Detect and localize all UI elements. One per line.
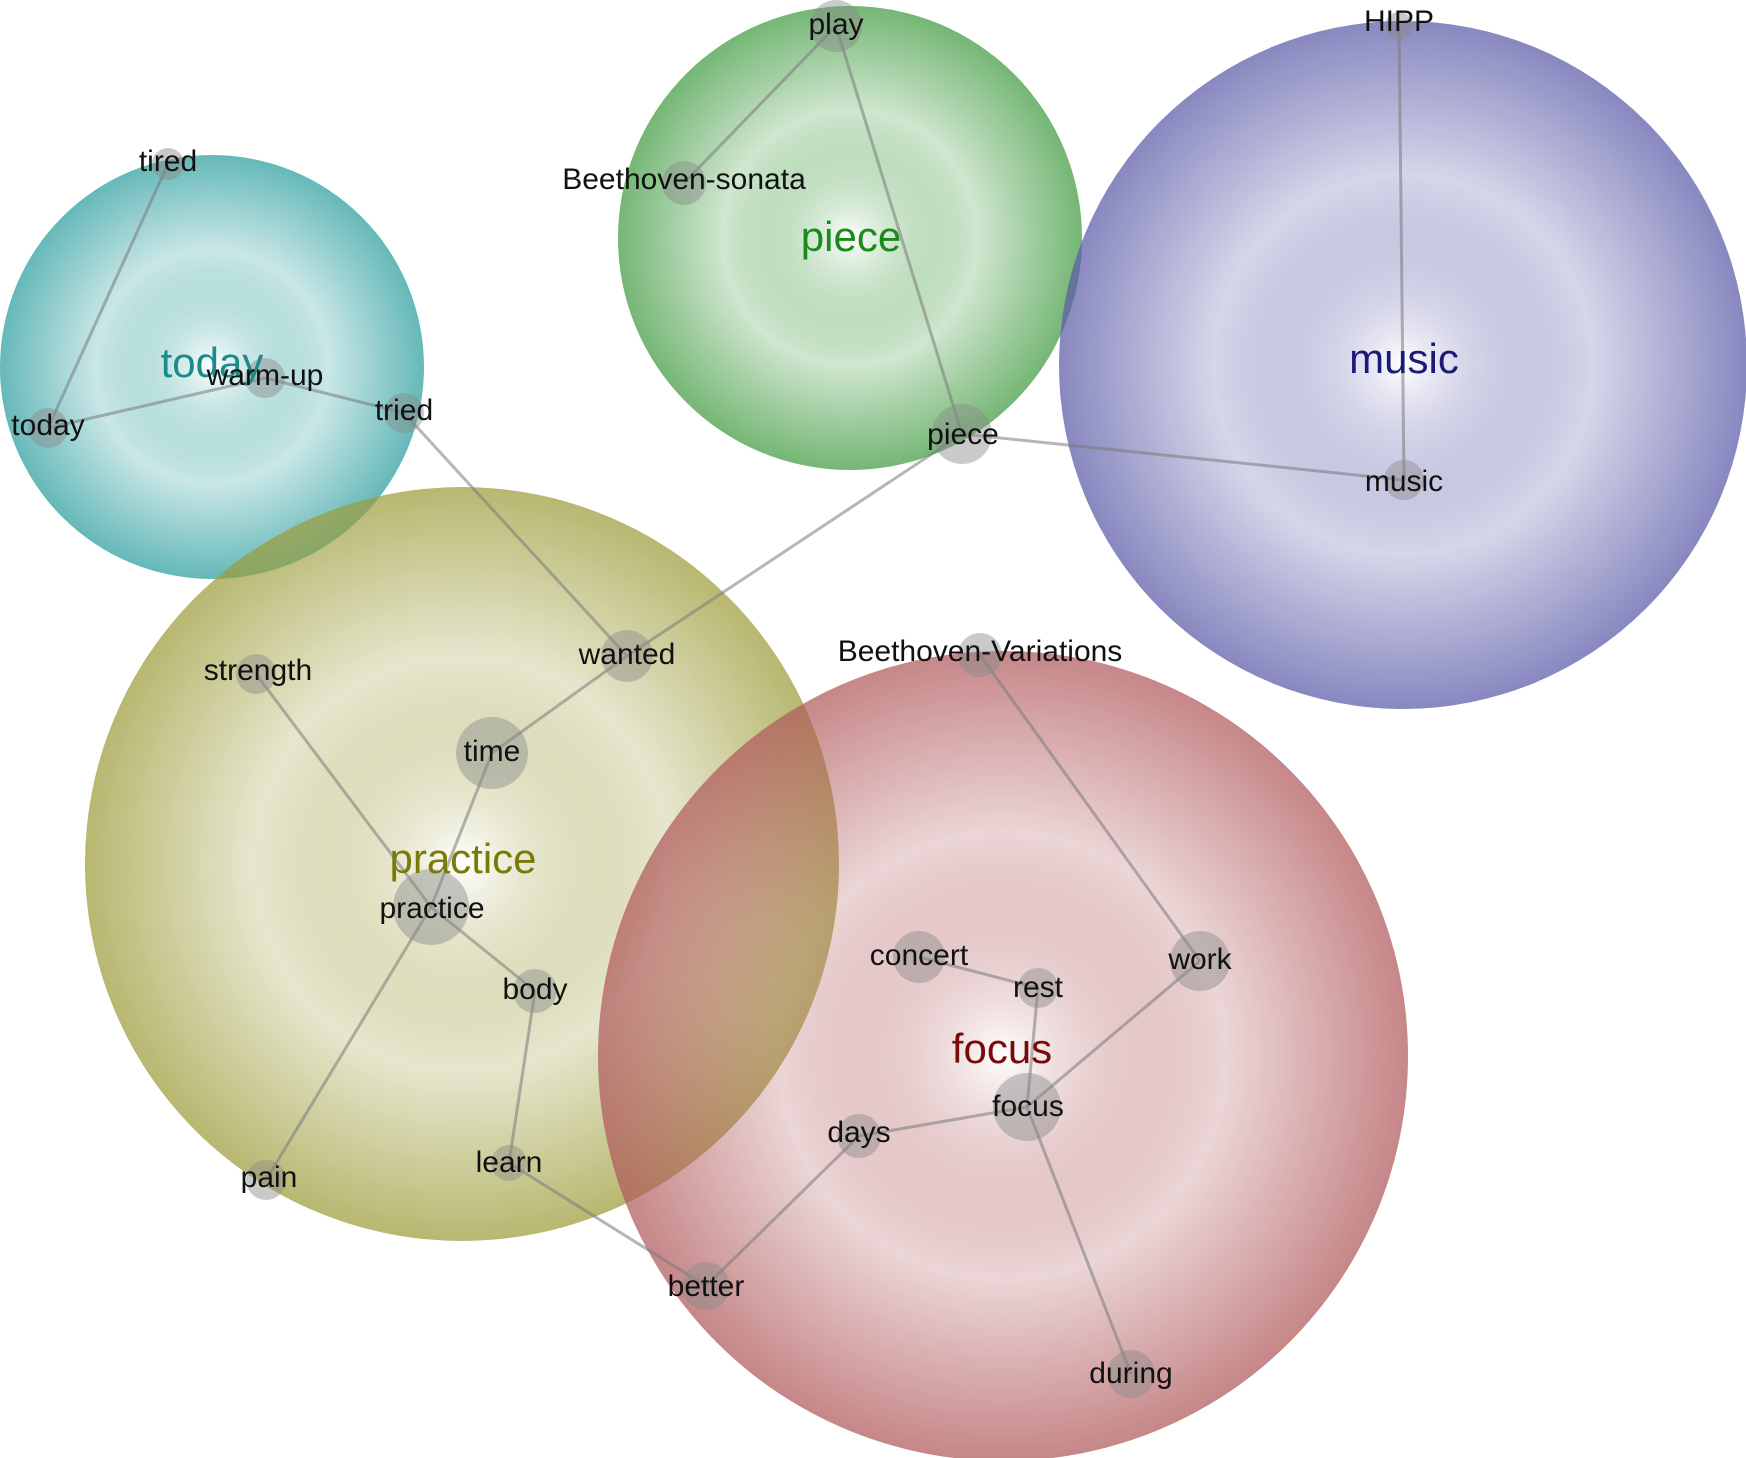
edge-focus-rest — [1025, 987, 1040, 1108]
node-practice — [393, 869, 469, 945]
node-label-focus: focus — [992, 1090, 1064, 1123]
node-label-learn: learn — [476, 1146, 543, 1179]
node-concert — [893, 931, 945, 983]
edge-practice-body — [430, 905, 536, 993]
node-body — [513, 969, 557, 1013]
edge-strength-practice — [254, 673, 433, 908]
cluster-label-piece: piece — [801, 213, 901, 260]
node-label-piece: piece — [927, 418, 999, 451]
edge-learn-better — [508, 1161, 707, 1288]
cluster-label-practice: practice — [389, 835, 536, 882]
node-music — [1384, 460, 1424, 500]
node-today — [28, 408, 68, 448]
node-label-during: during — [1089, 1357, 1172, 1390]
edge-play-piece — [834, 25, 964, 435]
node-label-work: work — [1167, 943, 1232, 976]
node-layer — [28, 0, 1424, 1398]
node-tried — [384, 393, 424, 433]
node-work — [1170, 931, 1230, 991]
node-warm-up — [245, 358, 285, 398]
node-time — [456, 717, 528, 789]
edge-work-beethoven-variations — [978, 654, 1202, 962]
node-piece — [932, 404, 992, 464]
node-learn — [491, 1145, 527, 1181]
node-label-wanted: wanted — [578, 638, 676, 671]
node-label-better: better — [668, 1270, 745, 1303]
edge-days-focus — [858, 1105, 1028, 1138]
edge-rest-concert — [918, 955, 1039, 990]
cluster-today — [0, 155, 424, 579]
edge-focus-during — [1025, 1106, 1133, 1375]
node-label-strength: strength — [204, 654, 312, 687]
node-play — [810, 0, 862, 52]
node-wanted — [601, 630, 653, 682]
cluster-label-layer: today piece music practice focus — [161, 213, 1459, 1072]
edge-practice-pain — [264, 906, 433, 1181]
node-tired — [152, 148, 184, 180]
node-beethoven-sonata — [662, 161, 706, 205]
node-label-layer: tiredtodaywarm-uptriedplayBeethoven-sona… — [11, 5, 1443, 1390]
cluster-piece — [618, 6, 1082, 470]
node-label-beethoven-sonata: Beethoven-sonata — [562, 163, 806, 196]
node-label-days: days — [827, 1116, 890, 1149]
cluster-focus — [598, 651, 1408, 1458]
node-rest — [1018, 968, 1058, 1008]
node-label-music: music — [1365, 465, 1443, 498]
edge-piece-music — [961, 432, 1405, 482]
node-beethoven-variations — [958, 633, 1002, 677]
node-label-play: play — [808, 8, 863, 41]
edge-time-practice — [429, 752, 494, 908]
node-label-pain: pain — [241, 1161, 298, 1194]
node-label-today: today — [11, 409, 84, 442]
node-label-beethoven-variations: Beethoven-Variations — [838, 635, 1123, 668]
edge-warm-up-tried — [264, 376, 405, 415]
node-days — [837, 1114, 881, 1158]
edge-tried-wanted — [402, 411, 629, 658]
edge-hipp-music — [1397, 25, 1406, 481]
node-during — [1107, 1350, 1155, 1398]
cluster-label-focus: focus — [952, 1025, 1052, 1072]
node-better — [682, 1262, 730, 1310]
edge-focus-work — [1026, 959, 1201, 1109]
cluster-layer — [0, 6, 1746, 1458]
node-label-practice: practice — [379, 892, 484, 925]
node-label-time: time — [464, 735, 521, 768]
node-label-concert: concert — [870, 939, 969, 972]
node-label-rest: rest — [1013, 971, 1064, 1004]
node-label-tried: tried — [375, 394, 433, 427]
node-pain — [246, 1160, 286, 1200]
edge-body-learn — [507, 990, 537, 1164]
edge-today-warm-up — [47, 376, 266, 430]
cluster-label-today: today — [161, 339, 264, 386]
node-hipp — [1385, 12, 1413, 40]
node-focus — [993, 1073, 1061, 1141]
node-strength — [236, 654, 276, 694]
edge-piece-wanted — [626, 432, 963, 658]
edge-wanted-time — [491, 654, 628, 755]
node-label-hipp: HIPP — [1364, 5, 1434, 38]
edge-layer — [46, 24, 1406, 1375]
edge-tired-today — [46, 163, 170, 429]
cluster-label-music: music — [1349, 335, 1459, 382]
node-label-tired: tired — [139, 145, 197, 178]
node-label-body: body — [502, 973, 567, 1006]
node-label-warm-up: warm-up — [206, 359, 324, 392]
edge-better-days — [704, 1134, 861, 1288]
edge-play-beethoven-sonata — [682, 24, 838, 185]
